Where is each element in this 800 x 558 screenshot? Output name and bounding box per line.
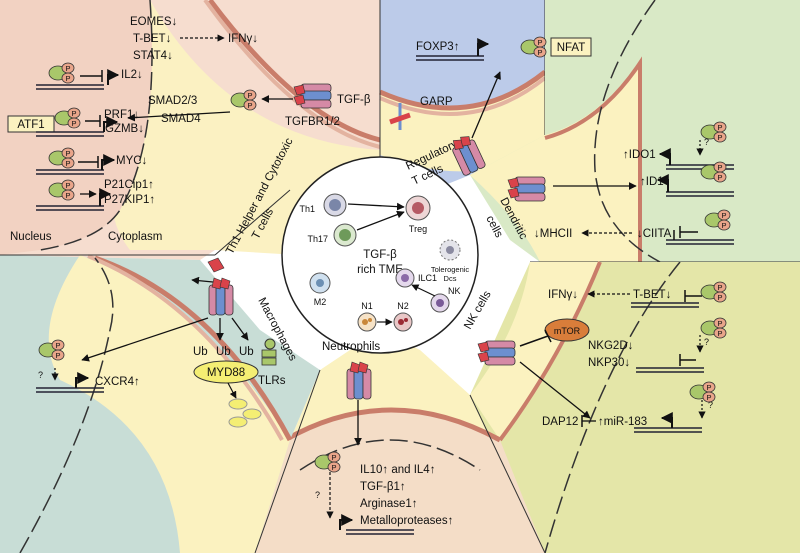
prf1-label: PRF1↓	[104, 109, 139, 121]
p21-label: P21Cip1↑	[104, 179, 154, 191]
gzmb-label: GZMB↓	[105, 123, 144, 135]
m2-cell-label: M2	[314, 297, 327, 307]
smad23-label: SMAD2/3	[148, 95, 197, 107]
nkg2d-label: NKG2D↓	[588, 340, 633, 352]
mmp-label: Metalloproteases↑	[360, 515, 453, 527]
tolerogenic-label-1: Tolerogenic	[431, 265, 470, 274]
center-title-line1: TGF-β	[363, 249, 397, 261]
neut-question: ?	[315, 490, 320, 500]
n1-cell-label: N1	[361, 301, 373, 311]
center-title-line2: rich TME	[357, 264, 403, 276]
th17-cell-icon	[333, 223, 357, 247]
il10-label: IL10↑ and IL4↑	[360, 464, 435, 476]
tlr-icon	[261, 338, 277, 366]
ifng-label: IFNγ↓	[228, 33, 258, 45]
nk-tbet-label: T-BET↓	[633, 289, 671, 301]
cxcr4-label: CXCR4↑	[95, 376, 140, 388]
ciita-label: ↓CIITA	[637, 228, 672, 240]
p27-label: P27KIP1↑	[104, 194, 155, 206]
ilc1-cell-label: ILC1	[418, 273, 437, 283]
n2-cell-icon	[393, 312, 413, 332]
th1-cell-icon	[323, 193, 347, 217]
mhcii-label: ↓MHCII	[534, 228, 572, 240]
ub-label-1: Ub	[193, 346, 208, 358]
ilc1-cell-icon	[395, 268, 415, 288]
garp-label: GARP	[420, 96, 453, 108]
nk-question-1: ?	[704, 337, 709, 347]
atf1-box	[7, 115, 55, 133]
nfat-label: NFAT	[557, 42, 586, 54]
nk-cell-label: NK	[448, 286, 461, 296]
foxp3-label: FOXP3↑	[416, 41, 459, 53]
treg-cell-label: Treg	[409, 224, 427, 234]
nkp30-label: NKP30↓	[588, 357, 630, 369]
eomes-label: EOMES↓	[130, 16, 177, 28]
tgfb-label: TGF-β	[337, 94, 371, 106]
tolerogenic-label-2: Dcs	[444, 274, 457, 283]
nfat-box	[550, 37, 592, 57]
il2-label: IL2↓	[121, 69, 143, 81]
myc-label: MYC↓	[116, 155, 147, 167]
tbet-label: T-BET↓	[133, 33, 171, 45]
mir183-label: ↑miR-183	[598, 416, 647, 428]
stat4-label: STAT4↓	[133, 50, 173, 62]
nucleus-label: Nucleus	[10, 231, 52, 243]
tgfbr-label: TGFBR1/2	[285, 116, 340, 128]
dap12-label: DAP12	[542, 416, 578, 428]
th17-cell-label: Th17	[307, 234, 328, 244]
m2-cell-icon	[309, 272, 331, 294]
id1-label: ↑ID1	[640, 176, 664, 188]
mtor-label: mTOR	[554, 326, 581, 336]
myd88-node	[193, 360, 259, 384]
mac-question: ?	[38, 370, 43, 380]
ido1-label: ↑IDO1	[623, 149, 656, 161]
n1-cell-icon	[357, 312, 377, 332]
nk-cell-icon	[430, 293, 450, 313]
th1-cell-label: Th1	[299, 204, 315, 214]
tolerogenic-dc-icon	[439, 239, 461, 261]
treg-cell-icon	[405, 195, 431, 221]
cytoplasm-label: Cytoplasm	[108, 231, 162, 243]
ub-label-2: Ub	[216, 346, 231, 358]
tgfb1-label: TGF-β1↑	[360, 481, 406, 493]
myd88-label: MYD88	[207, 367, 245, 379]
dc-question-1: ?	[704, 137, 709, 147]
tlrs-label: TLRs	[258, 375, 286, 387]
neut-header: Neutrophils	[322, 341, 380, 353]
nk-ifng-label: IFNγ↓	[548, 289, 578, 301]
nk-question-2: ?	[708, 400, 713, 410]
atf1-label: ATF1	[17, 119, 44, 131]
arginase-label: Arginase1↑	[360, 498, 418, 510]
n2-cell-label: N2	[397, 301, 409, 311]
ub-label-3: Ub	[239, 346, 254, 358]
